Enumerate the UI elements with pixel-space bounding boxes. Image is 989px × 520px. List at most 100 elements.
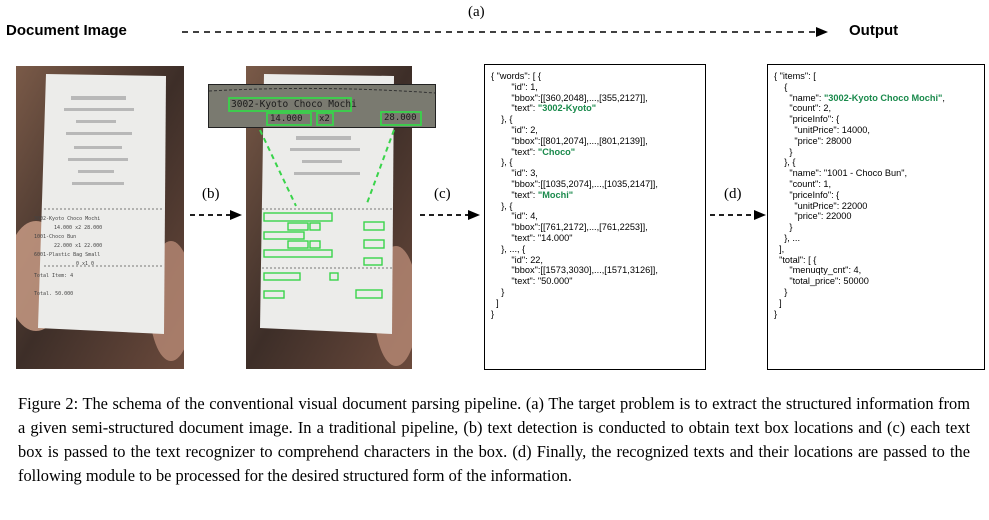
json-segment: "id": 3,	[491, 168, 538, 179]
json-line: }, ..., {	[491, 244, 705, 255]
json-segment: "menuqty_cnt": 4,	[774, 265, 862, 276]
json-segment: }	[774, 286, 788, 297]
json-line: "text": "Mochi"	[491, 190, 705, 201]
json-line: "bbox":[[801,2074],...,[801,2139]],	[491, 136, 705, 147]
json-line: { "words": [ {	[491, 71, 705, 82]
json-line: "id": 2,	[491, 125, 705, 136]
json-highlighted-value: "Choco"	[537, 146, 576, 157]
json-segment: "count": 2,	[774, 103, 832, 114]
step-c-label: (c)	[434, 186, 451, 202]
json-segment: ]	[491, 297, 499, 308]
json-segment: "text": "14.000"	[491, 232, 573, 243]
receipt-line: 6001-Plastic Bag Small	[34, 252, 101, 258]
json-segment: ],	[774, 243, 785, 254]
zoom-unit-price: 14.000	[270, 114, 303, 124]
json-segment: "total": [ {	[774, 254, 817, 265]
json-line: }, {	[491, 114, 705, 125]
photo-background	[16, 66, 184, 369]
arrow-c	[420, 210, 480, 220]
document-photo: 3002-Kyoto Choco Mochi 14.000 x2 28.000 …	[16, 66, 184, 369]
json-segment: }	[491, 308, 495, 319]
json-line: "price": 22000	[774, 211, 984, 222]
json-line: }	[774, 309, 984, 320]
json-line: "total_price": 50000	[774, 276, 984, 287]
json-line: }	[774, 222, 984, 233]
zoom-price: 28.000	[384, 113, 417, 123]
json-line: "bbox":[[1035,2074],...,[1035,2147]],	[491, 179, 705, 190]
json-segment: "bbox":[[1035,2074],...,[1035,2147]],	[491, 178, 658, 189]
step-a-label: (a)	[468, 4, 485, 20]
json-segment: "name":	[774, 92, 824, 103]
json-segment: "total_price": 50000	[774, 276, 869, 287]
json-segment: "text":	[491, 189, 538, 200]
arrow-b	[190, 210, 242, 220]
json-highlighted-value: "3002-Kyoto"	[537, 103, 597, 114]
receipt-line: 1001-Choco Bun	[34, 234, 77, 240]
json-line: }	[774, 147, 984, 158]
json-line: "bbox":[[360,2048],...,[355,2127]],	[491, 93, 705, 104]
json-segment: "unitPrice": 14000,	[774, 124, 870, 135]
json-segment: "id": 1,	[491, 81, 538, 92]
json-line: "id": 3,	[491, 168, 705, 179]
receipt-line: Total. 50.000	[34, 291, 74, 297]
figure-caption: Figure 2: The schema of the conventional…	[18, 394, 970, 485]
json-segment: "id": 4,	[491, 211, 538, 222]
json-line: "id": 1,	[491, 82, 705, 93]
json-line: "name": "3002-Kyoto Choco Mochi",	[774, 93, 984, 104]
json-line: "count": 2,	[774, 103, 984, 114]
json-line: }	[774, 287, 984, 298]
json-line: ]	[491, 298, 705, 309]
json-line: "unitPrice": 22000	[774, 201, 984, 212]
json-line: }	[491, 287, 705, 298]
json-segment: }	[774, 222, 793, 233]
json-line: { "items": [	[774, 71, 984, 82]
json-line: "priceInfo": {	[774, 114, 984, 125]
zoom-inset: 3002-Kyoto Choco Mochi 14.000 x2 28.000	[208, 84, 436, 128]
json-segment: "priceInfo": {	[774, 189, 840, 200]
output-json-text: { "items": [ { "name": "3002-Kyoto Choco…	[768, 65, 984, 319]
json-line: }, {	[491, 157, 705, 168]
json-line: "menuqty_cnt": 4,	[774, 265, 984, 276]
json-segment: "priceInfo": {	[774, 114, 840, 125]
json-line: "bbox":[[761,2172],...,[761,2253]],	[491, 222, 705, 233]
json-segment: "bbox":[[1573,3030],...,[1571,3126]],	[491, 265, 658, 276]
json-segment: "bbox":[[360,2048],...,[355,2127]],	[491, 92, 648, 103]
json-line: "text": "3002-Kyoto"	[491, 103, 705, 114]
json-segment: }	[774, 308, 778, 319]
json-segment: "price": 22000	[774, 211, 852, 222]
json-line: "total": [ {	[774, 255, 984, 266]
json-line: "id": 22,	[491, 255, 705, 266]
json-segment: { "items": [	[774, 71, 816, 81]
json-segment: "count": 1,	[774, 178, 832, 189]
output-json-panel: { "items": [ { "name": "3002-Kyoto Choco…	[767, 64, 985, 370]
json-segment: }, {	[491, 200, 513, 211]
receipt-line: 3002-Kyoto Choco Mochi	[34, 216, 101, 222]
json-line: }	[491, 309, 705, 320]
json-segment: "price": 28000	[774, 135, 852, 146]
step-d-label: (d)	[724, 186, 742, 202]
json-line: }, {	[491, 201, 705, 212]
json-segment: "bbox":[[801,2074],...,[801,2139]],	[491, 135, 648, 146]
json-line: "price": 28000	[774, 136, 984, 147]
json-line: }, ...	[774, 233, 984, 244]
json-line: "text": "50.000"	[491, 276, 705, 287]
json-segment: "name": "1001 - Choco Bun",	[774, 168, 908, 179]
json-line: "text": "14.000"	[491, 233, 705, 244]
receipt-line: 22.000 x1 22.000	[54, 243, 103, 249]
json-segment: ,	[942, 92, 945, 103]
output-label: Output	[849, 22, 899, 39]
zoom-text-item: 3002-Kyoto Choco Mochi	[231, 99, 357, 110]
json-line: "unitPrice": 14000,	[774, 125, 984, 136]
arrow-d	[710, 210, 766, 220]
json-segment: "id": 2,	[491, 124, 538, 135]
json-line: "id": 4,	[491, 211, 705, 222]
json-segment: ]	[774, 297, 782, 308]
json-segment: "bbox":[[761,2172],...,[761,2253]],	[491, 222, 648, 233]
words-json-text: { "words": [ { "id": 1, "bbox":[[360,204…	[485, 65, 705, 319]
json-segment: }, {	[774, 157, 796, 168]
json-line: "priceInfo": {	[774, 190, 984, 201]
top-dashed-arrow	[182, 27, 828, 37]
json-line: "count": 1,	[774, 179, 984, 190]
json-line: ],	[774, 244, 984, 255]
json-line: }, {	[774, 157, 984, 168]
